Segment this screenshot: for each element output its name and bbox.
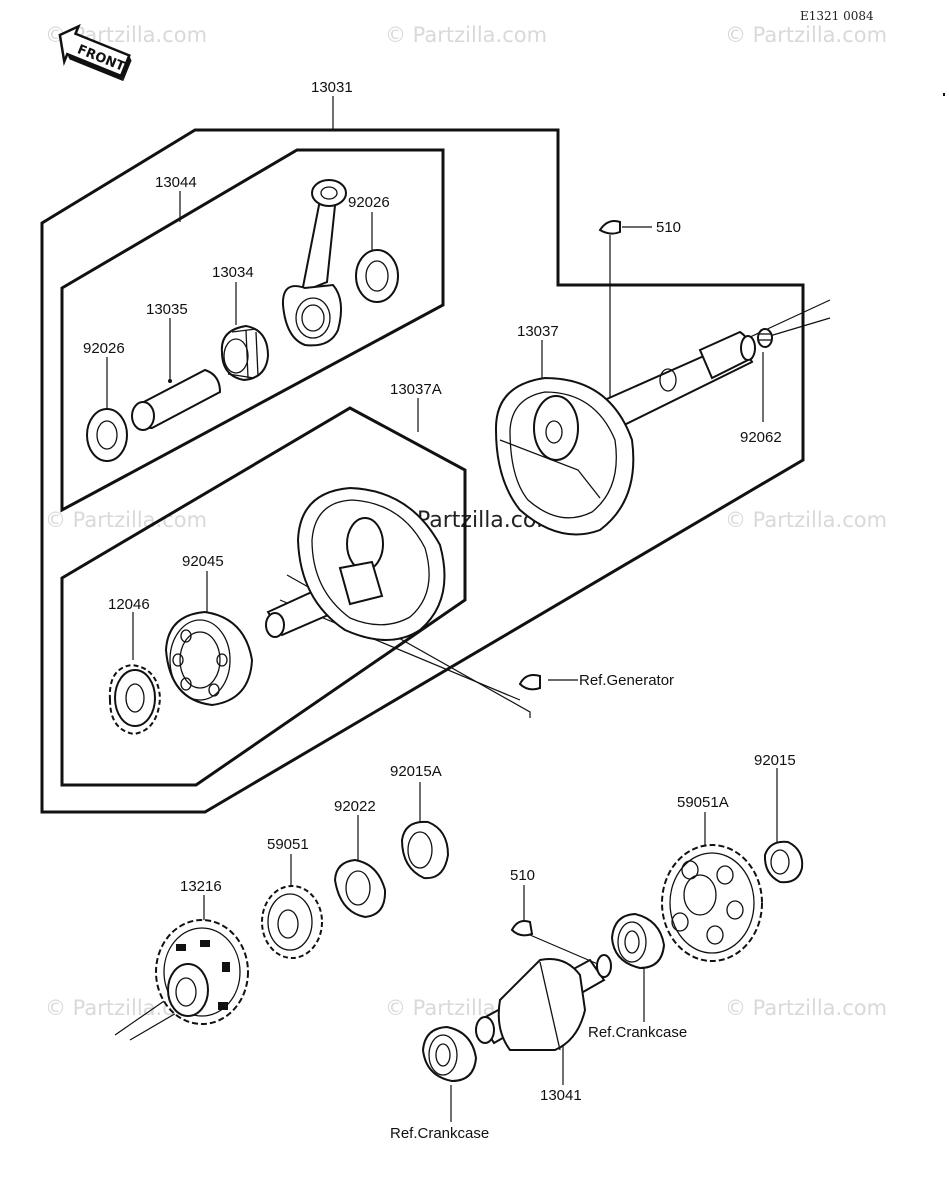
diagram-code: E1321 0084 — [800, 9, 874, 23]
assembly-outline-13044 — [60, 148, 445, 513]
woodruff-key-icon — [518, 674, 541, 691]
ref-crankcase-label: Ref.Crankcase — [588, 1024, 687, 1041]
part-label-13044: 13044 — [155, 174, 197, 191]
part-label-92015: 92015 — [754, 752, 796, 769]
part-label-92015A: 92015A — [390, 763, 442, 780]
crankshaft-half-icon — [494, 330, 756, 536]
sprocket-icon — [108, 663, 162, 736]
ball-bearing-icon — [421, 1025, 478, 1083]
ball-bearing-icon — [610, 912, 666, 970]
part-labels: 13031 13044 92026 13034 13035 92026 510 … — [83, 79, 796, 1142]
margin-mark — [943, 93, 945, 96]
plug-icon — [757, 328, 773, 348]
part-label-92026: 92026 — [83, 340, 125, 357]
balancer-shaft-icon — [475, 954, 612, 1051]
part-label-92022: 92022 — [334, 798, 376, 815]
part-label-13037: 13037 — [517, 323, 559, 340]
thrust-washer-icon — [86, 408, 128, 462]
part-label-13035: 13035 — [146, 301, 188, 318]
front-arrow-icon: FRONT — [58, 23, 132, 82]
assembly-outline-13031 — [40, 128, 805, 814]
part-label-13034: 13034 — [212, 264, 254, 281]
gear-icon — [661, 844, 763, 962]
part-label-510: 510 — [656, 219, 681, 236]
woodruff-key-icon — [598, 220, 621, 235]
part-label-12046: 12046 — [108, 596, 150, 613]
part-label-92062: 92062 — [740, 429, 782, 446]
part-label-13216: 13216 — [180, 878, 222, 895]
watermark: © Partzilla.com — [725, 23, 887, 47]
lock-washer-icon — [333, 858, 387, 919]
gear-icon — [261, 885, 323, 959]
part-label-92045: 92045 — [182, 553, 224, 570]
thrust-washer-icon — [355, 249, 399, 303]
part-label-59051A: 59051A — [677, 794, 729, 811]
part-label-510: 510 — [510, 867, 535, 884]
part-label-13037A: 13037A — [390, 381, 442, 398]
nut-icon — [400, 820, 450, 880]
watermark: © Partzilla.com — [725, 996, 887, 1020]
crankshaft-half-icon — [265, 486, 446, 641]
woodruff-key-icon — [510, 920, 534, 937]
balancer-gear-icon — [155, 919, 249, 1025]
part-label-13041: 13041 — [540, 1087, 582, 1104]
watermark: © Partzilla.com — [45, 508, 207, 532]
ref-crankcase-label: Ref.Crankcase — [390, 1125, 489, 1142]
needle-bearing-icon — [220, 324, 270, 382]
part-label-92026: 92026 — [348, 194, 390, 211]
ref-generator-label: Ref.Generator — [579, 672, 674, 689]
connecting-rod-icon — [281, 179, 347, 347]
watermark: © Partzilla.com — [385, 23, 547, 47]
crank-pin-icon — [131, 368, 222, 431]
part-label-13031: 13031 — [311, 79, 353, 96]
part-label-59051: 59051 — [267, 836, 309, 853]
assembly-outline-13037A — [60, 406, 467, 787]
watermark: © Partzilla.com — [725, 508, 887, 532]
ball-bearing-icon — [164, 610, 254, 707]
nut-icon — [763, 840, 804, 884]
